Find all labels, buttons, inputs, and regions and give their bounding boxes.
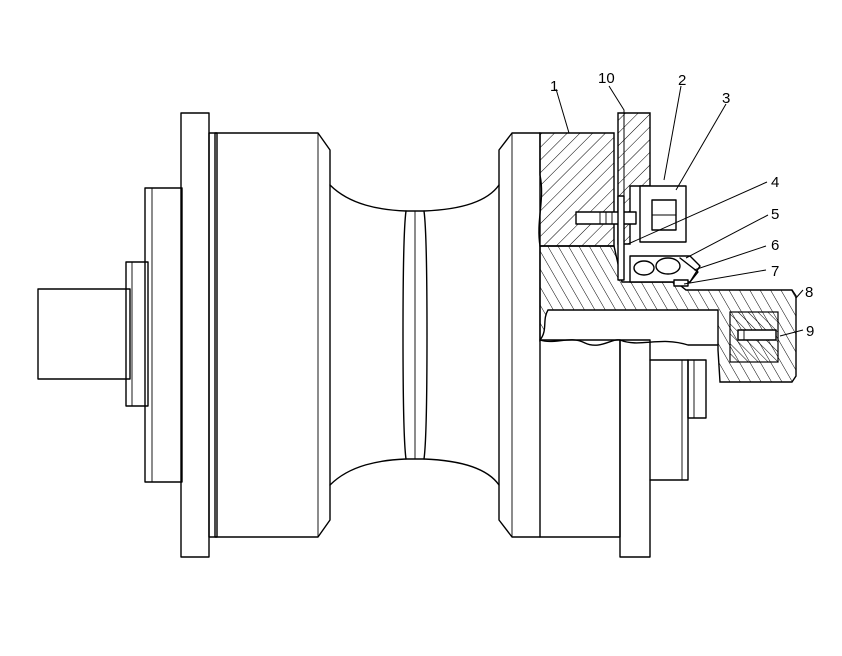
left-collar [144, 187, 183, 483]
callout-6: 6 [771, 237, 779, 254]
callout-10: 10 [598, 70, 615, 87]
callout-2: 2 [678, 72, 686, 89]
callout-leaders [555, 85, 804, 337]
center-neck [329, 184, 500, 486]
callout-labels: 1 10 2 3 4 5 6 7 8 9 [550, 70, 814, 340]
callout-3: 3 [722, 90, 730, 107]
left-tread [214, 132, 331, 538]
callout-9: 9 [806, 323, 814, 340]
plug-section [729, 311, 779, 363]
seal-assembly [629, 255, 701, 287]
left-flange [180, 112, 218, 558]
callout-4: 4 [771, 174, 779, 191]
retainer-bolt [575, 185, 687, 281]
left-shaft [37, 261, 149, 407]
right-flange-lower [619, 339, 707, 558]
callout-8: 8 [805, 284, 813, 301]
callout-5: 5 [771, 206, 779, 223]
callout-7: 7 [771, 263, 779, 280]
roller-shell-section [538, 112, 651, 247]
callout-1: 1 [550, 78, 558, 95]
